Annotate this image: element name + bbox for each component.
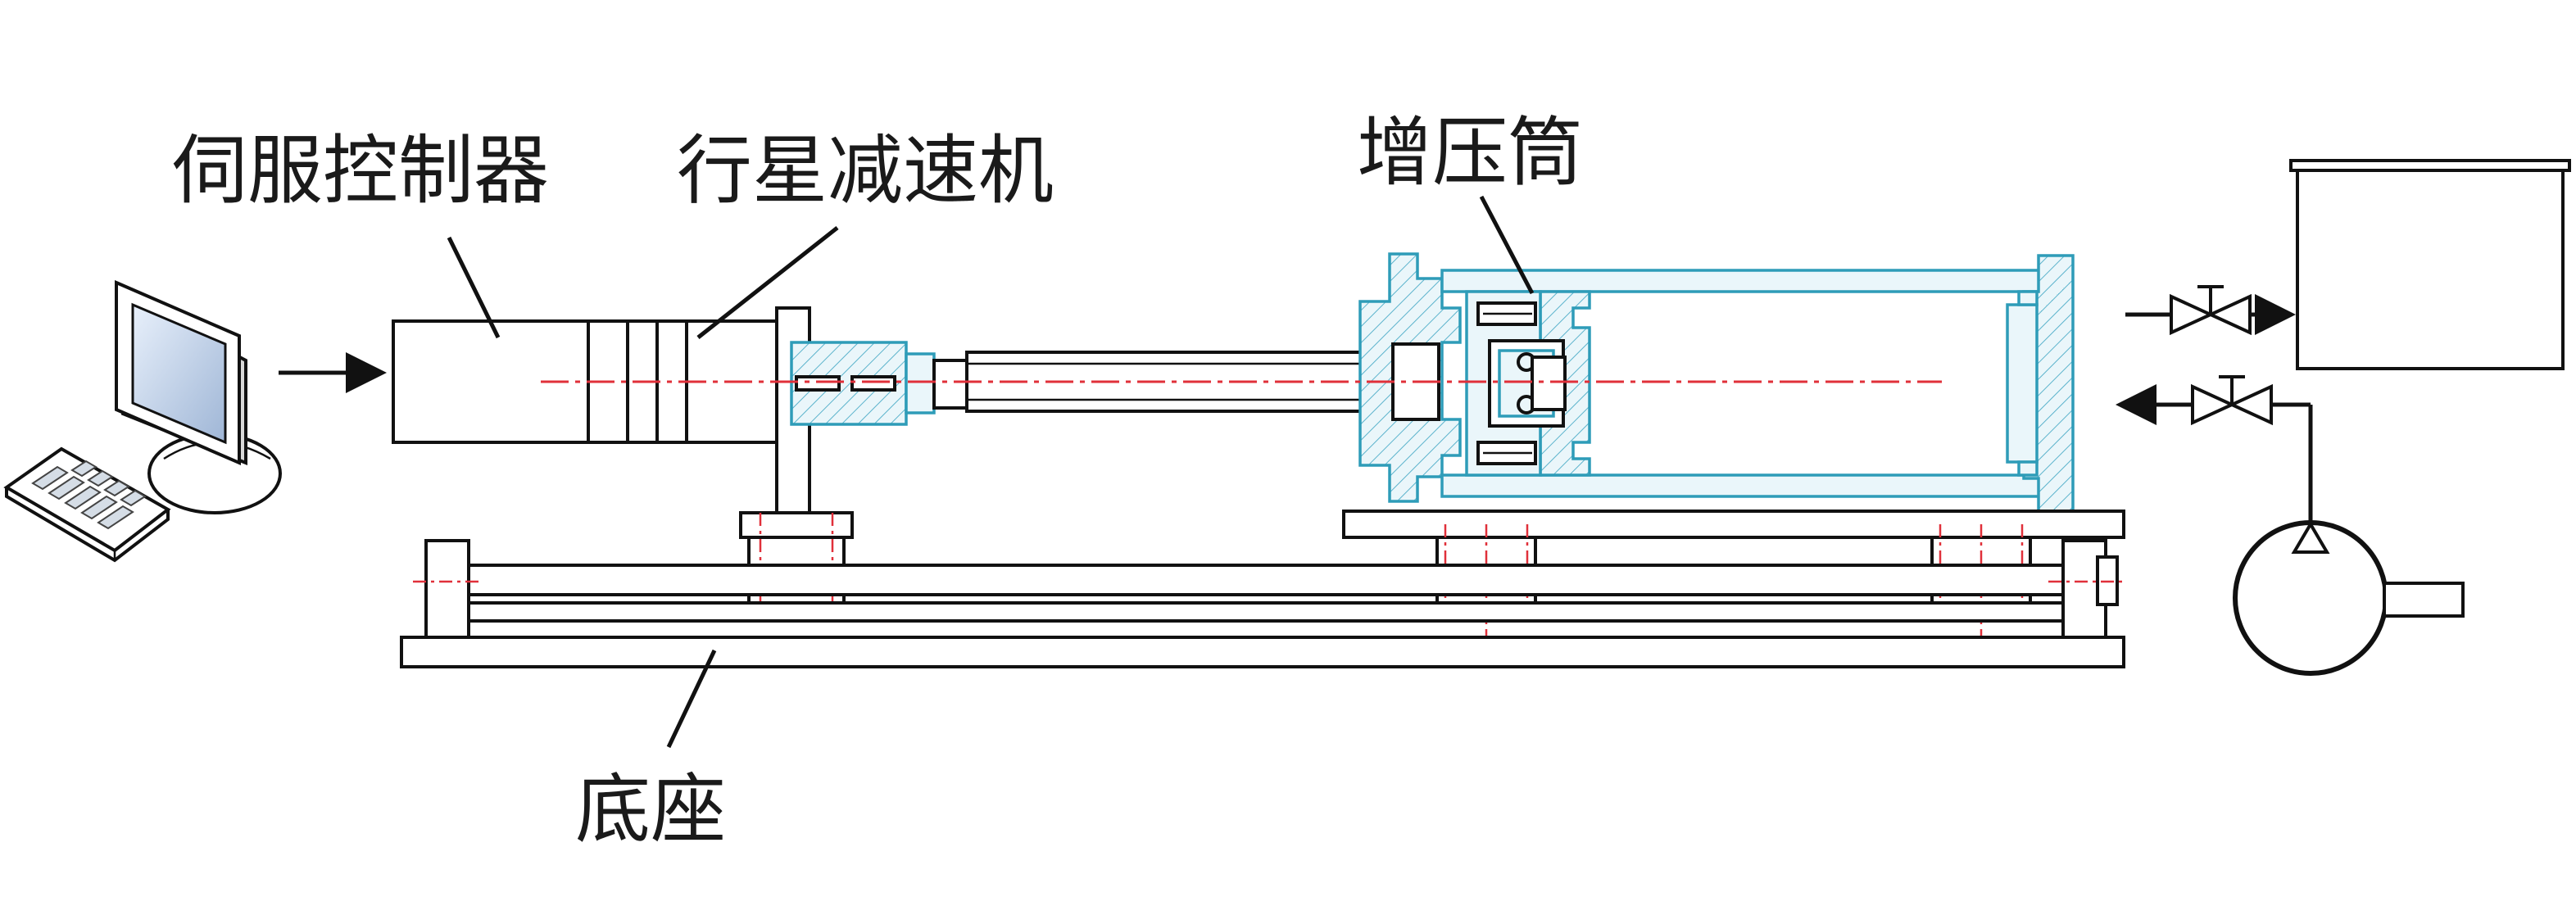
booster-cylinder	[1358, 252, 2075, 513]
leader-servo-controller	[447, 236, 501, 339]
leader-booster-cylinder	[1479, 195, 1535, 295]
servo-motor	[392, 319, 778, 444]
valve-icon	[2125, 285, 2296, 336]
keyboard-icon	[3, 446, 171, 563]
pump-icon	[2233, 520, 2465, 676]
label-booster-cylinder: 增压筒	[1357, 109, 1583, 197]
coupling	[790, 341, 936, 426]
tank-icon	[2289, 159, 2571, 370]
valve-icon	[2116, 375, 2313, 524]
leader-planetary-reducer	[696, 226, 839, 339]
base-frame	[400, 510, 2125, 668]
computer-icon	[115, 279, 282, 514]
label-base: 底座	[575, 766, 726, 854]
leader-base	[666, 649, 717, 749]
label-planetary-reducer: 行星减速机	[677, 127, 1054, 215]
label-servo-controller: 伺服控制器	[172, 127, 549, 215]
